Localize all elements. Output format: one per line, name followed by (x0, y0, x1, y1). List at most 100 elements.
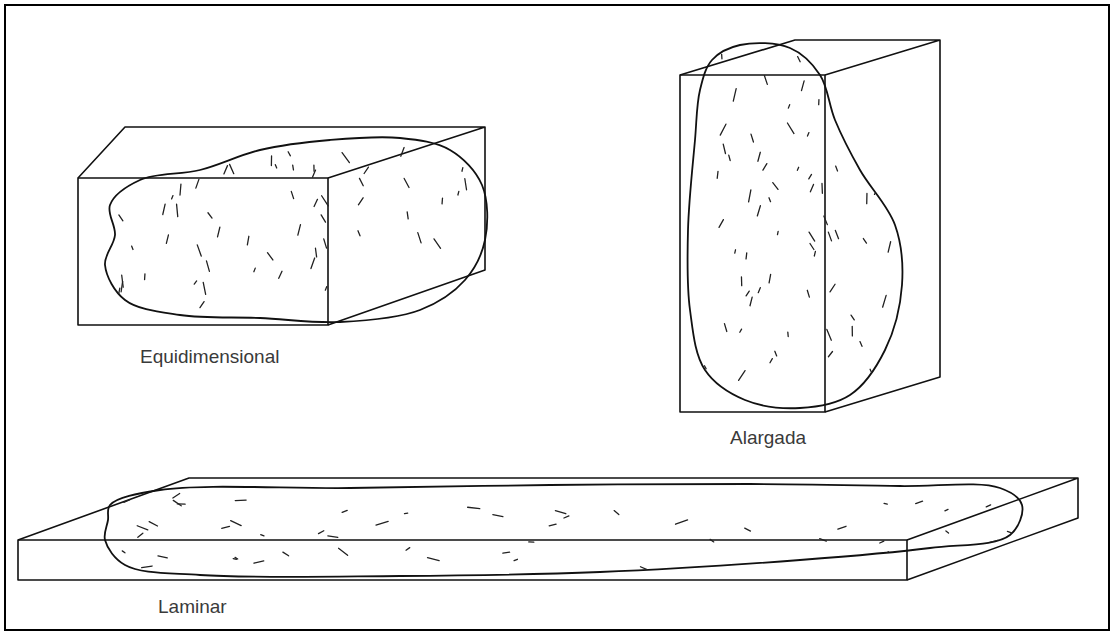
texture-stroke (886, 552, 889, 554)
slab-box (18, 478, 1078, 580)
texture-stroke (986, 505, 990, 507)
texture-stroke (149, 522, 157, 526)
texture-stroke (888, 242, 890, 252)
shape-label: Equidimensional (140, 347, 279, 368)
texture-stroke (788, 105, 789, 108)
texture-stroke (890, 100, 891, 104)
texture-stroke (723, 144, 725, 153)
texture-stroke (136, 157, 139, 168)
texture-stroke (769, 274, 771, 282)
texture-stroke (810, 184, 813, 191)
shape-label: Alargada (730, 428, 806, 449)
texture-stroke (721, 54, 723, 58)
texture-stroke (863, 239, 866, 244)
texture-stroke (144, 274, 146, 280)
shape-label: Laminar (158, 597, 227, 618)
texture-stroke (364, 167, 368, 173)
slab-front-face (18, 540, 907, 580)
texture-stroke (820, 539, 827, 541)
texture-stroke (614, 511, 619, 515)
texture-stroke (549, 524, 556, 526)
grain-outline (105, 137, 487, 322)
texture-stroke (814, 251, 815, 256)
texture-stroke (235, 499, 246, 501)
texture-stroke (809, 174, 812, 178)
cube-box (78, 127, 485, 325)
texture-stroke (821, 183, 823, 193)
texture-stroke (750, 297, 752, 306)
texture-stroke (254, 561, 264, 563)
texture-stroke (151, 167, 153, 173)
texture-stroke (797, 167, 798, 170)
texture-stroke (851, 315, 854, 320)
texture-stroke (874, 131, 876, 140)
texture-stroke (315, 248, 316, 257)
texture-stroke (798, 57, 801, 62)
texture-stroke (870, 104, 878, 114)
texture-stroke (313, 165, 314, 171)
texture-stroke (994, 555, 999, 556)
texture-stroke (763, 164, 767, 171)
texture-stroke (1009, 559, 1013, 561)
texture-stroke (945, 509, 948, 510)
texture-stroke (208, 213, 212, 218)
texture-stroke (162, 160, 166, 171)
texture-stroke (179, 184, 181, 195)
texture-stroke (312, 170, 315, 177)
texture-stroke (828, 232, 831, 241)
texture-stroke (888, 133, 892, 140)
texture-stroke (514, 559, 517, 560)
texture-stroke (870, 112, 877, 122)
texture-stroke (787, 123, 794, 134)
texture-stroke (852, 326, 853, 336)
texture-stroke (358, 231, 360, 236)
texture-stroke (197, 245, 201, 256)
texture-stroke (946, 531, 949, 533)
texture-stroke (314, 199, 317, 206)
texture-stroke (407, 212, 409, 219)
texture-stroke (319, 531, 324, 534)
grain-outline (105, 484, 1023, 577)
texture-stroke (118, 288, 120, 296)
texture-stroke (757, 206, 760, 216)
texture-stroke (324, 239, 327, 248)
texture-stroke (838, 526, 846, 529)
texture-stroke (758, 288, 760, 293)
grain-texture (122, 494, 1014, 570)
texture-stroke (224, 166, 228, 174)
texture-stroke (937, 564, 942, 567)
texture-stroke (733, 89, 736, 101)
texture-stroke (745, 253, 747, 259)
texture-stroke (406, 548, 410, 551)
texture-stroke (138, 533, 143, 537)
texture-stroke (177, 503, 185, 504)
texture-stroke (288, 152, 290, 156)
texture-stroke (177, 204, 178, 217)
texture-stroke (936, 557, 943, 559)
texture-stroke (777, 231, 779, 234)
texture-stroke (729, 155, 730, 160)
texture-stroke (503, 551, 510, 553)
texture-stroke (359, 178, 363, 185)
texture-stroke (342, 510, 347, 512)
texture-stroke (122, 551, 125, 553)
texture-stroke (751, 134, 753, 142)
texture-stroke (775, 351, 777, 356)
texture-stroke (740, 329, 742, 332)
texture-stroke (870, 106, 876, 115)
texture-stroke (218, 227, 220, 237)
texture-stroke (704, 366, 706, 369)
texture-stroke (163, 204, 165, 214)
texture-stroke (916, 501, 923, 503)
elongated-edges (680, 40, 940, 412)
texture-stroke (830, 284, 835, 292)
texture-stroke (828, 352, 832, 357)
texture-stroke (142, 566, 152, 568)
texture-stroke (739, 371, 745, 381)
texture-stroke (493, 515, 503, 517)
texture-stroke (801, 81, 804, 91)
texture-stroke (158, 556, 167, 558)
texture-stroke (405, 513, 408, 515)
texture-stroke (233, 558, 236, 560)
